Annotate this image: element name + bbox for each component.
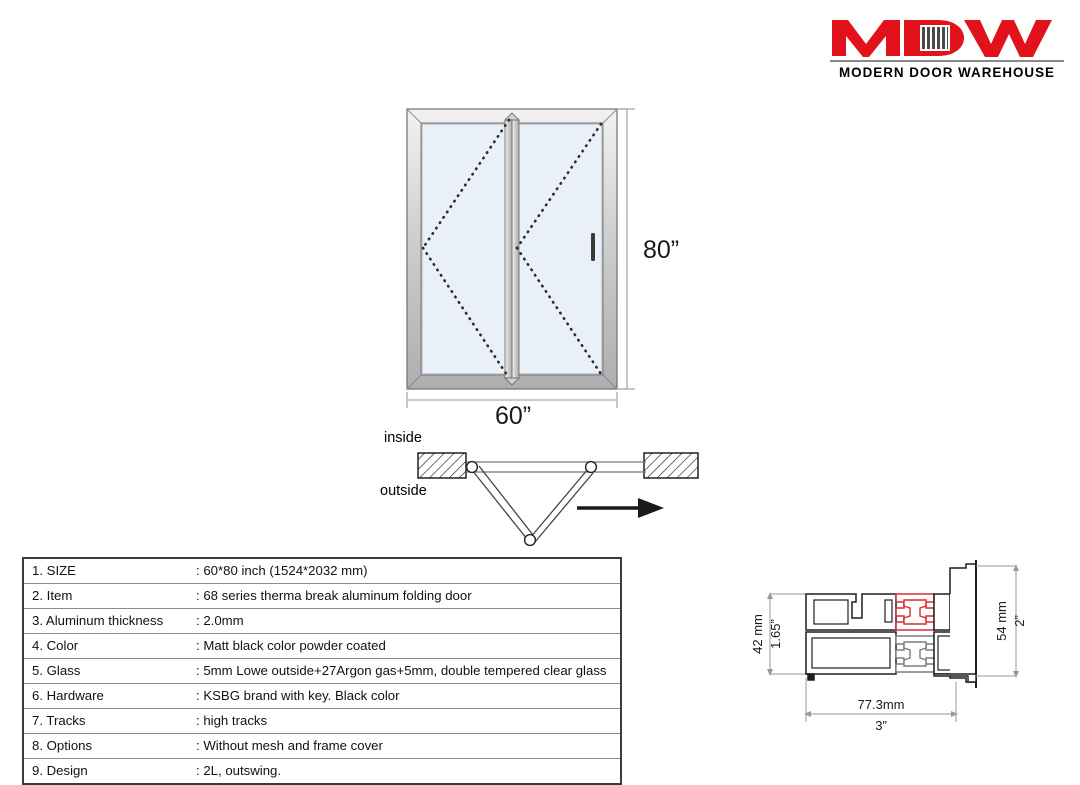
spec-key: 6. Hardware — [24, 683, 188, 709]
glass-panel-right — [516, 123, 603, 375]
spec-value: : 5mm Lowe outside+27Argon gas+5mm, doub… — [188, 658, 620, 684]
spec-key: 2. Item — [24, 583, 188, 609]
direction-arrow — [577, 498, 664, 518]
table-row: 1. SIZE : 60*80 inch (1524*2032 mm) — [24, 559, 620, 584]
profile-right-chambers — [933, 563, 977, 683]
profile-right-mm-label: 54 mm — [994, 601, 1009, 641]
pivot-right — [584, 460, 598, 474]
spec-key: 4. Color — [24, 633, 188, 659]
thermal-break-core-upper — [903, 599, 927, 625]
table-row: 4. Color : Matt black color powder coate… — [24, 633, 620, 659]
glass-panel-left — [421, 123, 509, 375]
spec-value: : high tracks — [188, 708, 620, 734]
specification-table: 1. SIZE : 60*80 inch (1524*2032 mm) 2. I… — [22, 557, 622, 785]
spec-value: : Without mesh and frame cover — [188, 733, 620, 759]
spec-value: : 68 series therma break aluminum foldin… — [188, 583, 620, 609]
wall-block-left — [417, 452, 467, 479]
company-logo: MODERN DOOR WAREHOUSE — [828, 10, 1066, 80]
table-row: 2. Item : 68 series therma break aluminu… — [24, 583, 620, 609]
fold-direction-lines-left — [421, 118, 511, 380]
logo-tagline: MODERN DOOR WAREHOUSE — [839, 65, 1055, 80]
plan-fold-diagram: inside outside — [372, 426, 717, 551]
thermal-break-lower — [895, 635, 935, 673]
profile-height-inch-label: 1.65” — [768, 619, 783, 649]
profile-bottom-foot — [933, 673, 977, 683]
profile-width-dimension — [804, 678, 958, 722]
pivot-center — [523, 533, 537, 547]
table-row: 6. Hardware : KSBG brand with key. Black… — [24, 683, 620, 709]
table-row: 7. Tracks : high tracks — [24, 708, 620, 734]
table-row: 8. Options : Without mesh and frame cove… — [24, 733, 620, 759]
profile-height-dimension — [767, 592, 806, 676]
spec-key: 3. Aluminum thickness — [24, 608, 188, 634]
spec-value: : KSBG brand with key. Black color — [188, 683, 620, 709]
table-row: 3. Aluminum thickness : 2.0mm — [24, 608, 620, 634]
profile-right-inch-label: 2” — [1012, 615, 1027, 627]
spec-value: : 2.0mm — [188, 608, 620, 634]
inside-label: inside — [384, 430, 422, 446]
wall-block-right — [643, 452, 699, 479]
table-row: 5. Glass : 5mm Lowe outside+27Argon gas+… — [24, 658, 620, 684]
width-dimension — [406, 392, 618, 408]
spec-key: 8. Options — [24, 733, 188, 759]
spec-value: : 60*80 inch (1524*2032 mm) — [188, 559, 620, 584]
track-rails — [466, 461, 646, 473]
logo-divider — [830, 60, 1064, 62]
profile-width-inch-label: 3” — [875, 718, 887, 733]
spec-key: 7. Tracks — [24, 708, 188, 734]
folding-leaf-arms — [471, 465, 594, 543]
door-handle — [591, 233, 595, 261]
fold-direction-lines-right — [515, 122, 603, 376]
profile-right-height-dimension — [976, 564, 1019, 678]
profile-width-mm-label: 77.3mm — [858, 697, 905, 712]
spec-key: 5. Glass — [24, 658, 188, 684]
spec-key: 1. SIZE — [24, 559, 188, 584]
height-dimension-label: 80” — [643, 236, 679, 264]
aluminium-profile-body — [805, 593, 897, 681]
profile-cross-section: 42 mm 1.65” — [744, 552, 1074, 737]
profile-height-mm-label: 42 mm — [750, 614, 765, 654]
center-meeting-stile — [503, 112, 521, 386]
logo-wordmark — [828, 10, 1066, 58]
door-elevation-drawing: 80” 60” — [395, 100, 695, 425]
pivot-left — [465, 460, 479, 474]
spec-value: : Matt black color powder coated — [188, 633, 620, 659]
outside-label: outside — [380, 483, 427, 499]
height-dimension — [617, 108, 635, 390]
width-dimension-label: 60” — [495, 402, 531, 425]
